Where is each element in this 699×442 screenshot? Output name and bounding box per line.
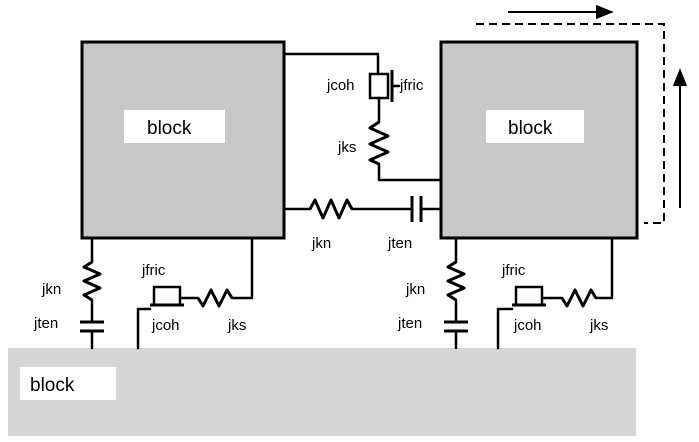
left-block-label: block [147,118,192,139]
right-shear-contact [496,236,614,350]
jfric-right-label: jfric [501,262,526,279]
right-block-label-box [486,110,584,143]
middle-normal-contact [282,196,443,222]
jkn-right-label: jkn [405,281,425,298]
jcoh-left-label: jcoh [151,317,180,334]
right-normal-contact [444,236,468,350]
jcoh-top-label: jcoh [326,77,355,94]
jcoh-right-label: jcoh [513,317,542,334]
left-normal-contact [80,236,104,350]
ground-block-label-box [20,367,116,400]
jks-left-label: jks [227,317,246,334]
left-block-label-box [124,110,225,143]
ground-block-label: block [30,375,75,396]
jks-right-label: jks [589,317,608,334]
right-block-label: block [508,118,553,139]
jkn-mid-label: jkn [311,235,331,252]
jten-right-label: jten [397,315,422,332]
jten-left-label: jten [33,315,58,332]
jten-mid-label: jten [387,235,412,252]
left-shear-contact [136,236,254,350]
jfric-left-label: jfric [141,262,166,279]
top-shear-contact [282,52,443,182]
jfric-top-label: jfric [399,77,424,94]
jkn-left-label: jkn [41,281,61,298]
jks-top-label: jks [337,139,356,156]
left-block [80,40,286,240]
displaced-block-outline [476,23,665,224]
